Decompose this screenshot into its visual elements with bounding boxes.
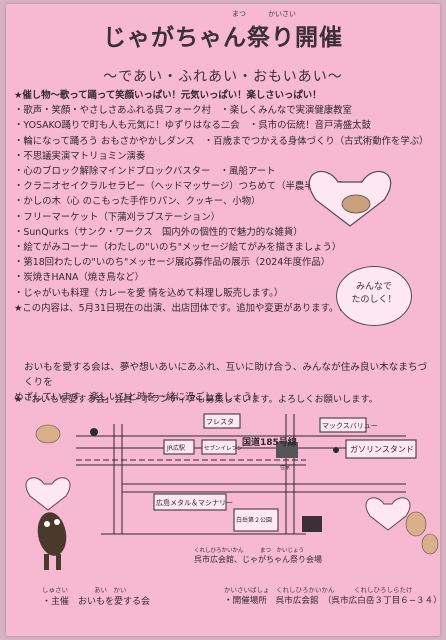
- program-item: ・じゃがいも料理（カレーを愛 情を込めて料理し販売します。）: [14, 287, 284, 299]
- program-item: ・炭焼きHANA（焼き鳥など）: [14, 272, 145, 284]
- venue-building: [302, 516, 322, 532]
- page-title: じゃがちゃん祭り開催: [103, 25, 343, 51]
- station-building: [163, 439, 195, 455]
- program-lead: ★催し物〜歌って踊って笑顔いっぱい！元気いっぱい！楽しさいっぱい！: [14, 90, 322, 101]
- fresta-building: [203, 413, 241, 429]
- subtitle: 〜であい・ふれあい・おもいあい〜: [103, 69, 343, 85]
- bubble-line: たのしく！: [351, 295, 397, 305]
- place-line: ・開催場所 呉市広会館 （呉市広白岳３丁目６−３４）: [224, 596, 440, 606]
- venue-ruby: くれしひろかいかん まつ かいじょう: [194, 547, 304, 554]
- decorations: [25, 171, 439, 570]
- signal-icon: [333, 447, 339, 453]
- map-label-house: 住家: [280, 464, 290, 471]
- seven-building: [201, 439, 237, 455]
- program-item: ・不思議実演マトリョミン演奏: [14, 150, 146, 162]
- flyer-sheet: まつ かいさい じゃがちゃん祭り開催 〜であい・ふれあい・おもいあい〜 ★催し物…: [6, 4, 440, 636]
- map-label-maxvalue: マックスバリュー: [322, 422, 378, 430]
- program-item: ・クラニオセイクラルセラピー（ヘッドマッサージ）つちめて（半農半セラピスト）: [14, 181, 370, 193]
- map-label-fresta: フレスタ: [206, 417, 234, 426]
- heart-icon: [308, 171, 392, 227]
- hiroshima-metal-building: [153, 493, 227, 511]
- paragraph-line: おいもを愛する会は、夢や想いあいにあふれ、互いに助け合う、みんなが住み良い木なま…: [24, 362, 428, 388]
- map-label-shirotake: 白岳第２公園: [236, 516, 272, 524]
- map-label-venue: 呉市広会館、じゃがちゃん祭り会場: [194, 554, 322, 564]
- host-ruby: しゅさい あい かい: [42, 586, 127, 594]
- maxvalue-building: [319, 417, 367, 433]
- access-map: フレスタ マックスバリュー 国道185号線 ガソリンスタンド JR広駅 セブンイ…: [76, 413, 417, 564]
- map-label-road: 国道185号線: [242, 436, 297, 448]
- program-item: ・歌声・笑顔・やさしさあふれる呉フォーク村 ・楽しくみんなで実演健康教室: [14, 105, 352, 117]
- potato-mascot-icon: [35, 424, 61, 444]
- heart-icon: [25, 477, 71, 511]
- program-list: ★催し物〜歌って踊って笑顔いっぱい！元気いっぱい！楽しさいっぱい！ ・歌声・笑顔…: [14, 88, 434, 316]
- potato-mascot-icon: [405, 511, 439, 555]
- program-item: ・SunQurks（サンク・ワークス 国内外の個性的で魅力的な雑貨）: [14, 226, 303, 238]
- potato-mascot-icon: [37, 512, 67, 570]
- bubble-line: みんなで: [355, 282, 392, 292]
- program-note: ★この内容は、5月31日現在の出演、出店団体です。追加や変更があります。ご了承く…: [14, 302, 414, 314]
- program-item: ・心のブロック解除マインドブロックバスター ・風船アート: [14, 166, 276, 178]
- title-ruby-kaisai: かいさい: [268, 10, 296, 18]
- map-label-gas: ガソリンスタンド: [350, 444, 414, 454]
- program-item: ・第18回わたしの"いのち"メッセージ展応募作品の展示（2024年度作品）: [14, 257, 331, 269]
- title-ruby-matsu: まつ: [232, 10, 246, 18]
- house-building: [276, 442, 298, 458]
- speech-bubble: みんなで たのしく！: [336, 266, 412, 326]
- gas-station-building: [345, 439, 417, 459]
- program-item: ・輪になって踊ろう おもさかやかしダンス ・百歳までつかえる身体づくり（古式術動…: [14, 135, 429, 147]
- program-item: ・かしの木（心 のこもった手作りパン、クッキー、小物）: [14, 196, 261, 208]
- program-item: ・フリーマーケット（下蒲刈ラブステーション）: [14, 211, 221, 223]
- program-item: ・YOSAKO踊りで町も人も元気に！ゆずりはなる二会 ・呉市の伝統！音戸清盛太鼓: [14, 120, 371, 132]
- paragraph-line: めざしています。楽しいひと時を一緒に過ごしましょう！: [14, 392, 262, 403]
- intro-paragraph: おいもを愛する会は、夢や想いあいにあふれ、互いに助け合う、みんなが住み良い木なま…: [14, 360, 432, 405]
- shirotake-park: [233, 508, 279, 532]
- host-line: ・主催 おいもを愛する会: [42, 597, 151, 607]
- program-item: ・絵てがみコーナー（わたしの"いのち"メッセージ絵てがみを描きましょう）: [14, 242, 342, 254]
- map-label-station: JR広駅: [166, 444, 185, 452]
- map-label-hiroshima: 広島メタル＆マシナリー: [156, 498, 233, 507]
- map-label-seven: セブンイレブン: [204, 444, 243, 452]
- place-ruby: かいさいばしょ くれしひろかいかん くれしひろしらたけ: [224, 586, 413, 594]
- volunteer-notice: ★「おいもを愛する会」会員・ボランティアも募集しています。よろしくお願いします。: [14, 394, 378, 405]
- signal-icon: [90, 428, 98, 436]
- heart-icon: [365, 497, 411, 531]
